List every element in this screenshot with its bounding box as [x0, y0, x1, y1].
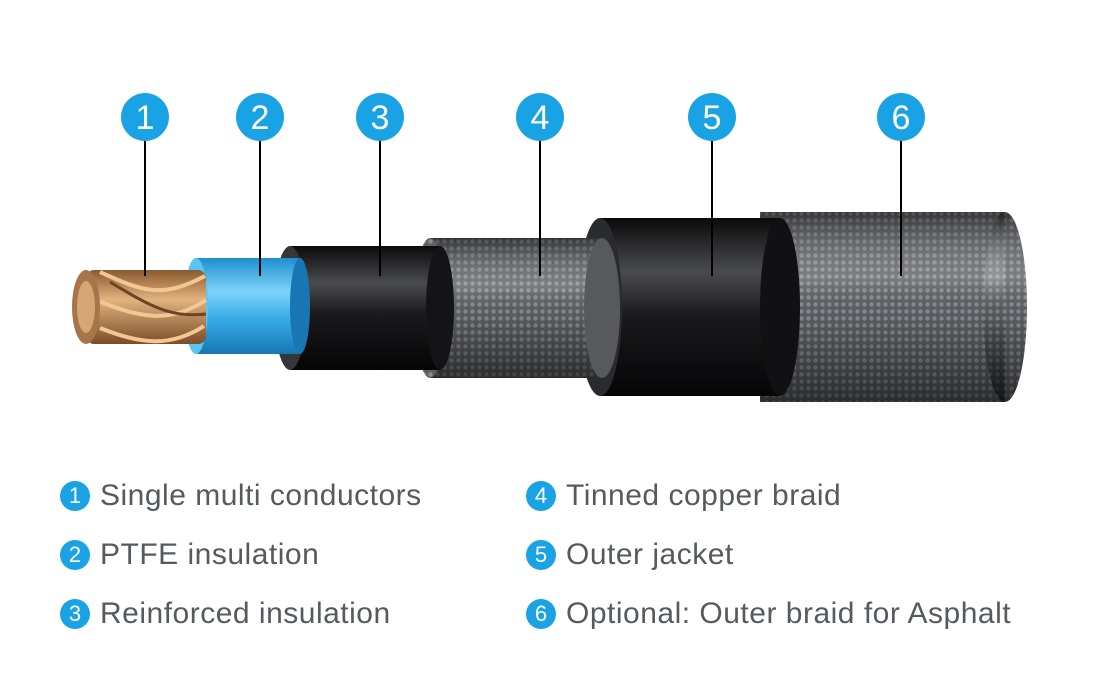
callout-number-6: 6 — [892, 99, 911, 137]
cable-cross-section-diagram: 1 2 3 4 5 6 — [72, 93, 1027, 402]
legend-item-6: 6 Optional: Outer braid for Asphalt — [526, 594, 1011, 634]
legend-label-1: Single multi conductors — [100, 479, 422, 512]
callout-badge-6: 6 — [877, 93, 925, 141]
conductor-strands — [72, 270, 208, 344]
legend-item-3: 3 Reinforced insulation — [60, 594, 391, 634]
callout-number-1: 1 — [136, 99, 155, 137]
outer-braid-layer — [760, 212, 1027, 402]
legend-badge-1: 1 — [60, 481, 90, 511]
legend-label-4: Tinned copper braid — [566, 479, 842, 512]
callout-badge-2: 2 — [236, 93, 284, 141]
legend-badge-3: 3 — [60, 599, 90, 629]
callout-number-5: 5 — [703, 99, 722, 137]
callout-number-3: 3 — [371, 99, 390, 137]
legend-label-6: Optional: Outer braid for Asphalt — [566, 597, 1012, 630]
legend-badge-5: 5 — [526, 540, 556, 570]
legend-item-5: 5 Outer jacket — [526, 535, 734, 575]
legend-label-2: PTFE insulation — [100, 538, 320, 571]
legend-label-5: Outer jacket — [566, 538, 734, 571]
callout-badge-3: 3 — [356, 93, 404, 141]
legend: 1 Single multi conductors 2 PTFE insulat… — [0, 472, 1106, 672]
callout-leader-lines — [144, 140, 902, 276]
legend-label-3: Reinforced insulation — [100, 597, 391, 630]
legend-badge-4: 4 — [526, 481, 556, 511]
callout-number-4: 4 — [531, 99, 550, 137]
callout-number-2: 2 — [251, 99, 270, 137]
callout-badge-1: 1 — [121, 93, 169, 141]
legend-item-1: 1 Single multi conductors — [60, 476, 422, 516]
callout-badge-5: 5 — [688, 93, 736, 141]
legend-badge-6: 6 — [526, 599, 556, 629]
legend-item-2: 2 PTFE insulation — [60, 535, 319, 575]
callout-badge-4: 4 — [516, 93, 564, 141]
legend-item-4: 4 Tinned copper braid — [526, 476, 841, 516]
legend-badge-2: 2 — [60, 540, 90, 570]
